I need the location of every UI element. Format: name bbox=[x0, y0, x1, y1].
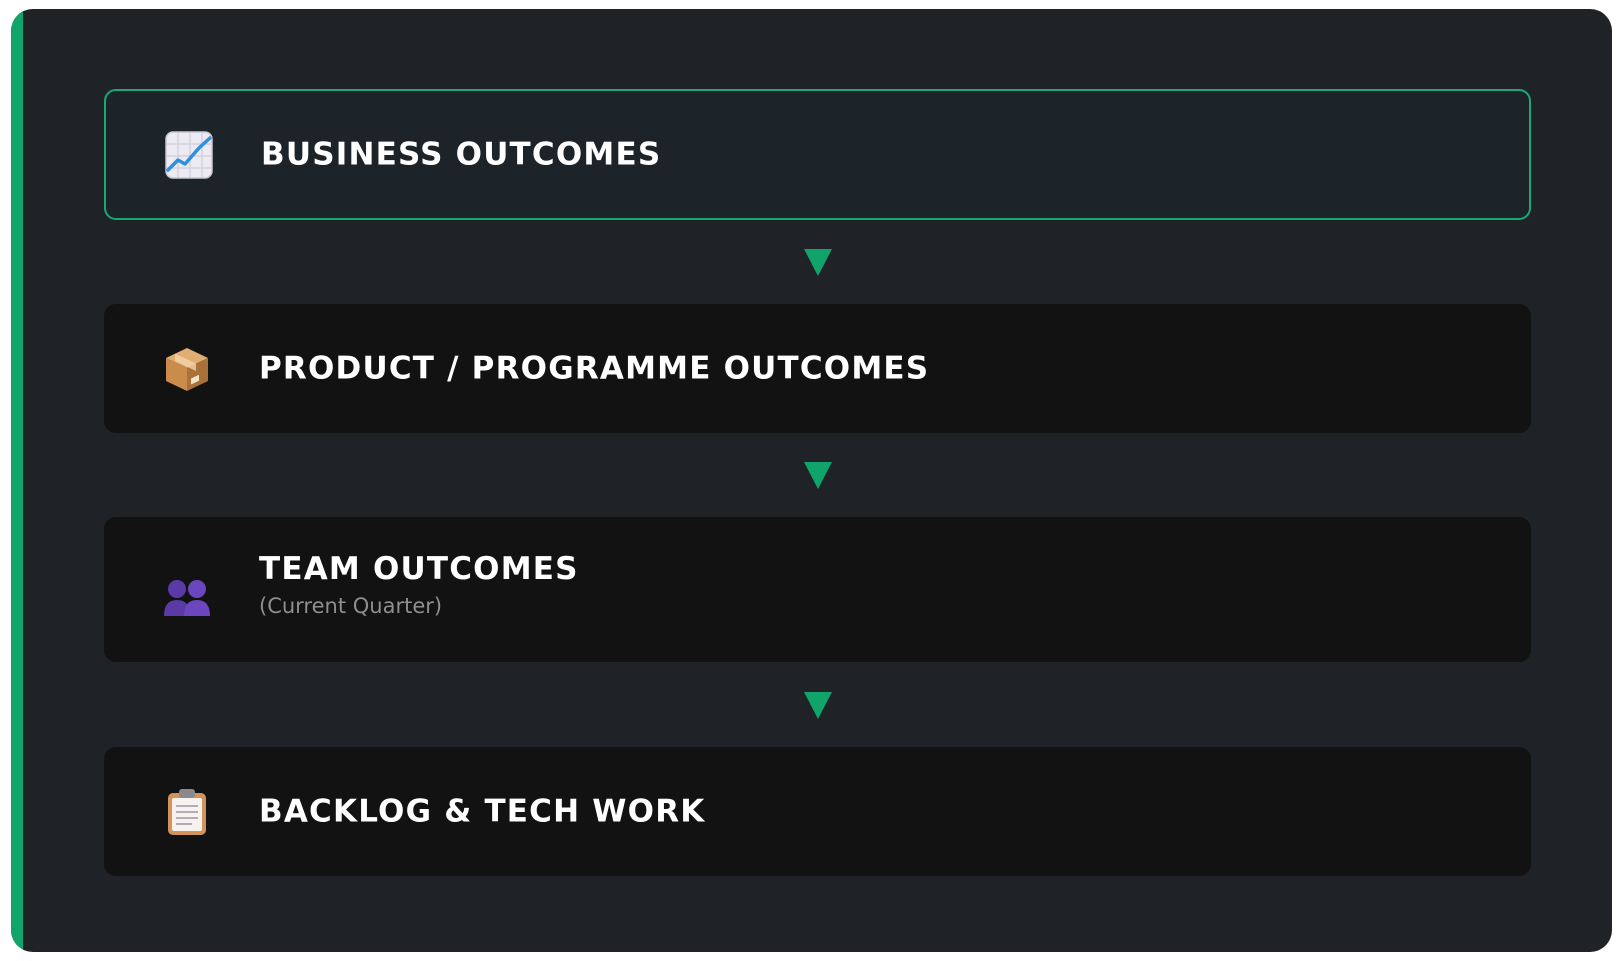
connector bbox=[104, 220, 1531, 304]
package-icon bbox=[162, 344, 212, 394]
level-title: BACKLOG & TECH WORK bbox=[259, 792, 706, 829]
level-card-backlog-tech-work: BACKLOG & TECH WORK bbox=[104, 747, 1531, 876]
level-text: TEAM OUTCOMES (Current Quarter) bbox=[259, 551, 579, 618]
outcome-hierarchy: BUSINESS OUTCOMES PRODUCT / PROGRAMME OU… bbox=[104, 89, 1531, 876]
clipboard-icon bbox=[162, 787, 212, 837]
level-text: BACKLOG & TECH WORK bbox=[259, 793, 706, 830]
hierarchy-panel: BUSINESS OUTCOMES PRODUCT / PROGRAMME OU… bbox=[11, 9, 1612, 952]
level-card-product-programme-outcomes: PRODUCT / PROGRAMME OUTCOMES bbox=[104, 304, 1531, 433]
level-text: BUSINESS OUTCOMES bbox=[261, 136, 661, 173]
down-arrow-icon bbox=[803, 249, 832, 276]
level-title: PRODUCT / PROGRAMME OUTCOMES bbox=[259, 349, 930, 386]
connector bbox=[104, 662, 1531, 747]
chart-increasing-icon bbox=[164, 130, 214, 180]
level-title: TEAM OUTCOMES bbox=[259, 551, 579, 587]
connector bbox=[104, 433, 1531, 517]
level-text: PRODUCT / PROGRAMME OUTCOMES bbox=[259, 350, 929, 387]
people-icon bbox=[162, 572, 212, 622]
level-card-business-outcomes: BUSINESS OUTCOMES bbox=[104, 89, 1531, 220]
down-arrow-icon bbox=[803, 462, 832, 489]
panel-accent-bar bbox=[11, 9, 23, 952]
level-subtitle: (Current Quarter) bbox=[259, 594, 443, 619]
level-title: BUSINESS OUTCOMES bbox=[261, 135, 662, 172]
down-arrow-icon bbox=[803, 691, 832, 719]
level-card-team-outcomes: TEAM OUTCOMES (Current Quarter) bbox=[104, 517, 1531, 662]
